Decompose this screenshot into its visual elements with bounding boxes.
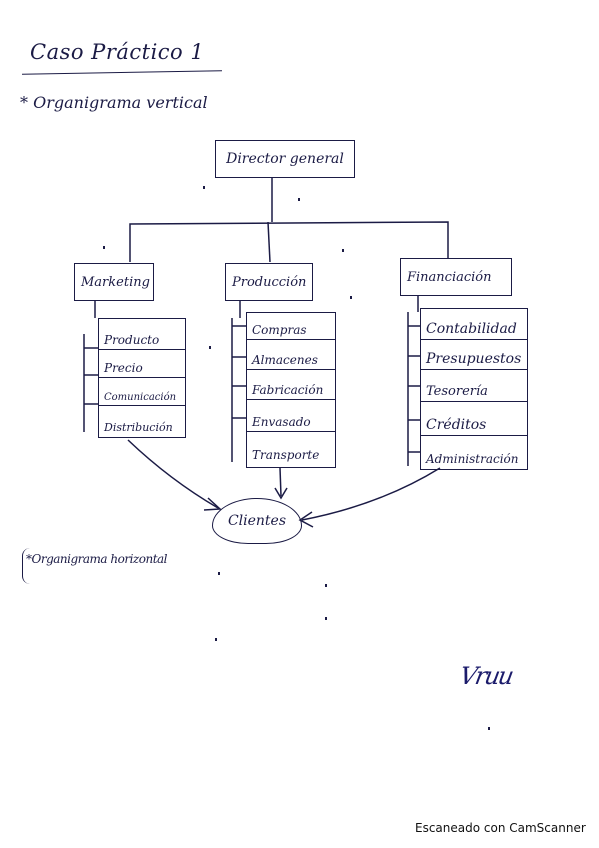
- section-horizontal-heading: *Organigrama horizontal: [26, 552, 168, 566]
- production-stem: [267, 221, 271, 263]
- clients-node: Clientes: [212, 498, 302, 544]
- arrowhead-production: [274, 487, 288, 500]
- scan-speck: [298, 198, 300, 201]
- list-item: Transporte: [252, 448, 320, 462]
- marketing-list: [98, 318, 186, 438]
- list-item: Contabilidad: [420, 308, 528, 340]
- list-item: Almacenes: [246, 340, 336, 370]
- scan-speck: [325, 617, 327, 620]
- department-finance: Financiación: [400, 258, 512, 296]
- scan-speck: [350, 296, 352, 299]
- root-node: Director general: [215, 140, 355, 178]
- list-item: Distribución: [104, 421, 173, 434]
- clients-label: Clientes: [227, 513, 287, 529]
- list-item: Administración: [426, 452, 519, 466]
- department-marketing: Marketing: [74, 263, 154, 301]
- scan-speck: [342, 249, 344, 252]
- scan-speck: [218, 572, 220, 575]
- list-item: Envasado: [246, 400, 336, 432]
- finance-list: [420, 308, 528, 470]
- arrow-marketing-to-clients: [127, 439, 219, 509]
- scan-speck: [209, 346, 211, 349]
- scan-speck: [325, 584, 327, 587]
- section-vertical-heading: * Organigrama vertical: [20, 93, 208, 112]
- list-item: Precio: [98, 350, 186, 378]
- list-item: Tesorería: [420, 370, 528, 402]
- production-list: [246, 312, 336, 468]
- department-production: Producción: [225, 263, 313, 301]
- department-bus: [129, 221, 449, 262]
- page-title: Caso Práctico 1: [30, 40, 205, 64]
- department-production-label: Producción: [232, 274, 307, 290]
- list-item: Comunicación: [98, 378, 186, 406]
- list-item: Producto: [98, 320, 186, 350]
- scan-speck: [103, 246, 105, 249]
- arrow-production-to-clients: [279, 467, 282, 497]
- arrow-finance-to-clients: [301, 467, 441, 521]
- root-label: Director general: [226, 151, 344, 167]
- signature: Vruu: [457, 662, 515, 690]
- scan-speck: [215, 638, 217, 641]
- scan-speck: [203, 186, 205, 189]
- scan-speck: [488, 727, 490, 730]
- department-marketing-label: Marketing: [81, 274, 150, 290]
- scanner-watermark: Escaneado con CamScanner: [415, 821, 586, 835]
- list-item: Presupuestos: [420, 340, 528, 370]
- list-item: Compras: [246, 312, 336, 340]
- list-item: Créditos: [420, 402, 528, 436]
- bracket-mark: [22, 548, 31, 584]
- department-finance-label: Financiación: [407, 269, 492, 285]
- list-item: Fabricación: [246, 370, 336, 400]
